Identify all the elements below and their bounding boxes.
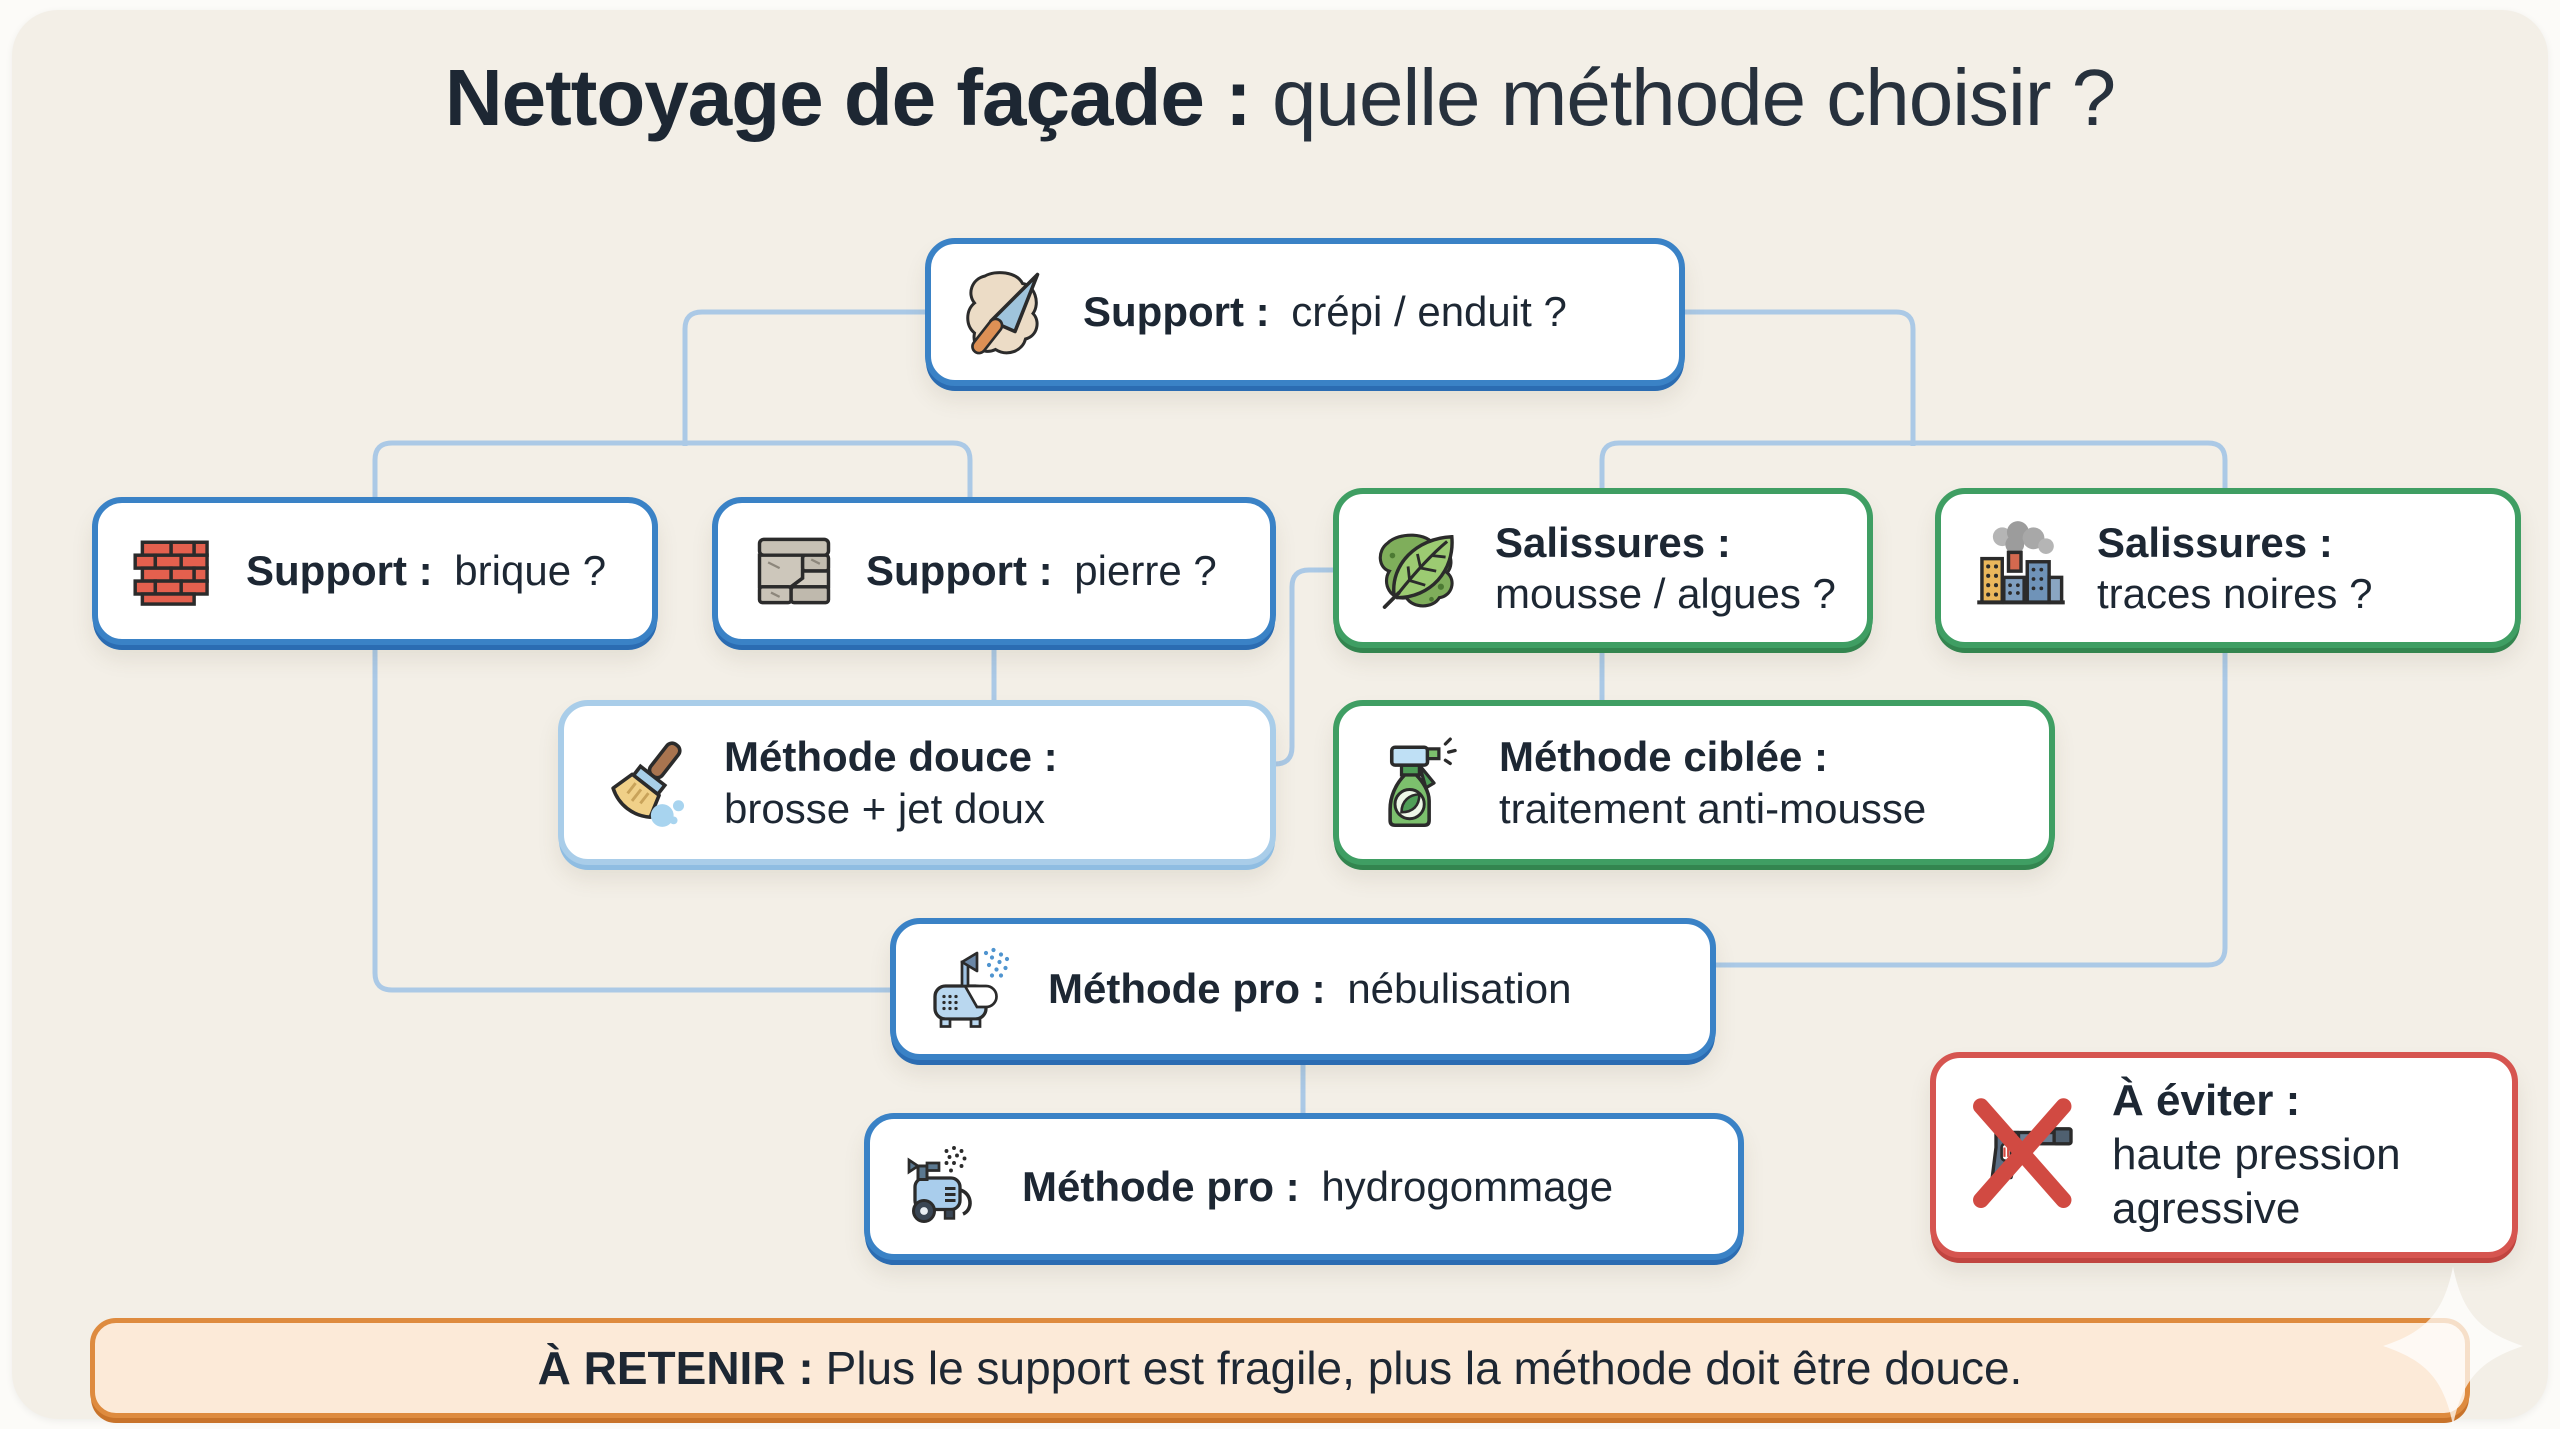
page-title: Nettoyage de façade : quelle méthode cho… — [0, 52, 2560, 144]
brick-wall-icon — [128, 525, 220, 617]
key-takeaway-banner: À RETENIR : Plus le support est fragile,… — [90, 1318, 2470, 1418]
node-methode-ciblee: Méthode ciblée : traitement anti-mousse — [1333, 700, 2055, 865]
node-label-rest: traces noires ? — [2097, 570, 2373, 617]
node-label-bold: Support : — [866, 547, 1053, 595]
node-label-rest: brique ? — [454, 547, 607, 595]
node-label-rest: brosse + jet doux — [724, 784, 1046, 832]
node-label-rest: hydrogommage — [1321, 1162, 1614, 1210]
node-label-bold: Support : — [1083, 288, 1270, 336]
node-label-rest: haute pression agressive — [2112, 1130, 2401, 1233]
node-salissures-traces: Salissures : traces noires ? — [1935, 488, 2521, 648]
node-label-bold: Méthode douce : — [724, 733, 1058, 781]
node-label-rest: pierre ? — [1074, 547, 1217, 595]
nebulizer-icon — [926, 941, 1022, 1037]
node-support-crepi: Support : crépi / enduit ? — [925, 238, 1685, 386]
pressure-washer-gun-icon — [1966, 1095, 2086, 1215]
banner-rest: Plus le support est fragile, plus la mét… — [825, 1342, 2023, 1394]
node-salissures-mousse: Salissures : mousse / algues ? — [1333, 488, 1873, 648]
banner-bold: À RETENIR : — [537, 1342, 814, 1394]
node-methode-pro-nebulisation: Méthode pro : nébulisation — [890, 918, 1716, 1060]
node-methode-douce: Méthode douce : brosse + jet doux — [558, 700, 1276, 865]
node-label-bold: Méthode pro : — [1022, 1162, 1300, 1210]
spray-bottle-icon — [1369, 731, 1473, 835]
node-label-bold: Méthode pro : — [1048, 965, 1326, 1013]
node-support-brique: Support : brique ? — [92, 497, 658, 645]
stone-wall-icon — [748, 525, 840, 617]
node-methode-pro-hydrogommage: Méthode pro : hydrogommage — [864, 1113, 1744, 1260]
node-label-rest: nébulisation — [1347, 965, 1572, 1013]
brush-icon — [594, 731, 698, 835]
city-pollution-icon — [1971, 518, 2071, 618]
compressor-icon — [900, 1139, 996, 1235]
node-support-pierre: Support : pierre ? — [712, 497, 1276, 645]
moss-leaf-icon — [1369, 518, 1469, 618]
node-label-bold: Support : — [246, 547, 433, 595]
page-title-bold: Nettoyage de façade : — [444, 53, 1252, 142]
node-label-bold: À éviter : — [2112, 1076, 2301, 1126]
node-label-rest: mousse / algues ? — [1495, 570, 1836, 617]
node-label-rest: traitement anti-mousse — [1499, 784, 1927, 832]
page-title-rest: quelle méthode choisir ? — [1271, 53, 2116, 142]
node-label-rest: crépi / enduit ? — [1291, 288, 1567, 336]
trowel-icon — [961, 264, 1057, 360]
node-label-bold: Salissures : — [1495, 518, 1731, 566]
node-a-eviter: À éviter : haute pression agressive — [1930, 1052, 2518, 1258]
node-label-bold: Méthode ciblée : — [1499, 733, 1829, 781]
node-label-bold: Salissures : — [2097, 518, 2333, 566]
